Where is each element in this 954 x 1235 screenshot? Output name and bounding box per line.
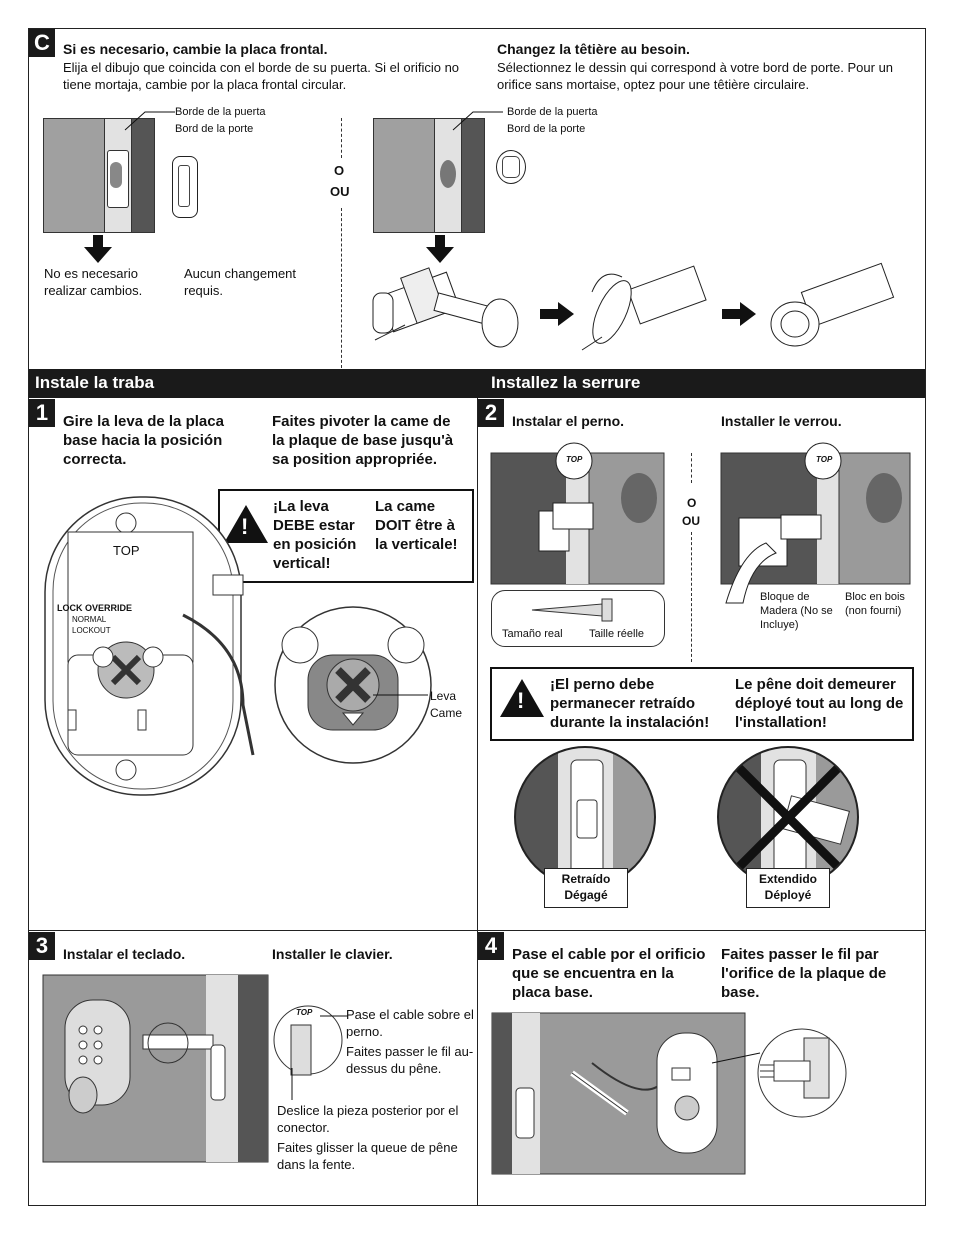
screw-icon <box>531 598 613 622</box>
section-c-body-fr: Sélectionnez le dessin qui correspond à … <box>497 60 894 92</box>
no-change-label-es: No es necesario realizar cambios. <box>44 266 143 298</box>
note-wire-over-bolt-es: Pase el cable sobre el perno. <box>346 1007 474 1039</box>
retracted-label-es: Retraído <box>561 872 611 886</box>
retracted-label: Retraído Dégagé <box>544 868 628 908</box>
wood-block-install-illustration <box>720 442 911 604</box>
door-edge-label-es: Borde de la puerta <box>175 106 266 118</box>
column-divider <box>477 398 478 1206</box>
extended-label-fr: Déployé <box>764 888 812 902</box>
cam-label-es: Leva <box>430 689 457 703</box>
or-label-es: O <box>687 496 697 510</box>
step-2-badge: 2 <box>478 399 504 427</box>
divider-dashed <box>691 453 692 483</box>
section-bar-es: Instale la traba <box>29 369 477 398</box>
normal-label: NORMAL <box>72 615 107 624</box>
top-marking: TOP <box>296 1008 313 1017</box>
round-faceplate-icon <box>496 150 526 184</box>
divider-dashed <box>341 208 342 368</box>
section-c-title-es: Si es necesario, cambie la placa frontal… <box>63 41 328 57</box>
step-1-badge: 1 <box>29 399 55 427</box>
or-label-es: O <box>334 163 345 178</box>
square-faceplate-icon <box>172 156 198 218</box>
step-c-badge: C <box>29 29 55 57</box>
divider-dashed <box>691 532 692 662</box>
note-wire-over-bolt-fr: Faites passer le fil au-dessus du pêne. <box>346 1044 474 1076</box>
wire-routing-illustration <box>491 1012 847 1175</box>
step-4-badge: 4 <box>478 932 504 960</box>
base-plate-illustration <box>44 496 432 796</box>
wood-block-label-es: Bloque de Madera (No se Incluye) <box>760 591 833 631</box>
retracted-label-fr: Dégagé <box>564 888 608 902</box>
or-label-fr: OU <box>682 514 700 528</box>
warning-icon: ! <box>224 505 268 543</box>
step-1-text-fr: Faites pivoter la came de la plaque de b… <box>272 413 454 468</box>
no-change-label-fr: Aucun changement requis. <box>184 266 297 298</box>
extended-label-es: Extendido <box>758 872 817 886</box>
door-edge-label-fr: Bord de la porte <box>175 123 254 135</box>
divider-dashed <box>341 118 342 158</box>
step-2-text-es: Instalar el perno. <box>512 413 625 429</box>
actual-size-screw-box: Tamaño real Taille réelle <box>491 590 665 647</box>
step-3-text-es: Instalar el teclado. <box>63 946 186 962</box>
latch-screwdriver-illustration <box>372 267 519 348</box>
step-3-badge: 3 <box>29 932 55 960</box>
right-arrow-icon <box>540 302 574 326</box>
step-1-text-es: Gire la leva de la placa base hacia la p… <box>63 413 224 468</box>
wood-block-label-fr: Bloc en bois (non fourni) <box>845 591 905 617</box>
step-1-warning-fr: La came DOIT être à la verticale! <box>375 498 458 553</box>
top-marking: TOP <box>816 455 833 464</box>
step-3-text-fr: Installer le clavier. <box>272 946 393 962</box>
actual-size-label-es: Tamaño real <box>502 628 563 640</box>
actual-size-label-fr: Taille réelle <box>589 628 645 640</box>
bolt-extended-wrong-illustration <box>717 746 859 888</box>
section-c-title-fr: Changez la têtière au besoin. <box>497 41 690 57</box>
section-bar-fr: Installez la serrure <box>477 369 925 398</box>
section-c-body-es: Elija el dibujo que coincida con el bord… <box>63 60 460 92</box>
cam-label-fr: Came <box>430 706 463 720</box>
step-4-text-fr: Faites passer le fil par l'orifice de la… <box>721 946 887 1001</box>
note-slide-tailpiece-es: Deslice la pieza posterior por el conect… <box>277 1103 459 1135</box>
top-marking: TOP <box>113 543 140 558</box>
right-arrow-icon <box>722 302 756 326</box>
row-divider <box>29 930 925 931</box>
down-arrow-icon <box>426 235 454 263</box>
note-slide-tailpiece-fr: Faites glisser la queue de pêne dans la … <box>277 1140 458 1172</box>
step-2-warning-box: ! ¡El perno debe permanecer retraído dur… <box>490 667 914 741</box>
step-2-text-fr: Installer le verrou. <box>721 413 842 429</box>
door-edge-label-es: Borde de la puerta <box>507 106 598 118</box>
door-edge-mortised-illustration <box>43 118 155 233</box>
step-4-text-es: Pase el cable por el orificio que se enc… <box>512 946 706 1001</box>
top-marking: TOP <box>566 455 583 464</box>
down-arrow-icon <box>84 235 112 263</box>
or-label-fr: OU <box>330 184 350 199</box>
warning-icon: ! <box>500 679 544 717</box>
latch-faceplate-removal-illustration <box>581 265 707 351</box>
step-2-warning-es: ¡El perno debe permanecer retraído duran… <box>550 676 710 731</box>
step-1-warning-box: ! ¡La leva DEBE estar en posición vertic… <box>218 489 474 583</box>
keypad-install-illustration <box>42 974 343 1163</box>
lockout-label: LOCKOUT <box>72 626 111 635</box>
door-edge-round-illustration <box>373 118 485 233</box>
extended-label: Extendido Déployé <box>746 868 830 908</box>
bolt-retracted-illustration <box>514 746 656 888</box>
latch-round-faceplate-illustration <box>770 262 895 347</box>
step-2-warning-fr: Le pêne doit demeurer déployé tout au lo… <box>735 676 904 731</box>
lock-override-label: LOCK OVERRIDE <box>57 603 133 613</box>
screw-install-illustration <box>490 442 665 585</box>
step-1-warning-es: ¡La leva DEBE estar en posición vertical… <box>273 498 357 572</box>
door-edge-label-fr: Bord de la porte <box>507 123 586 135</box>
